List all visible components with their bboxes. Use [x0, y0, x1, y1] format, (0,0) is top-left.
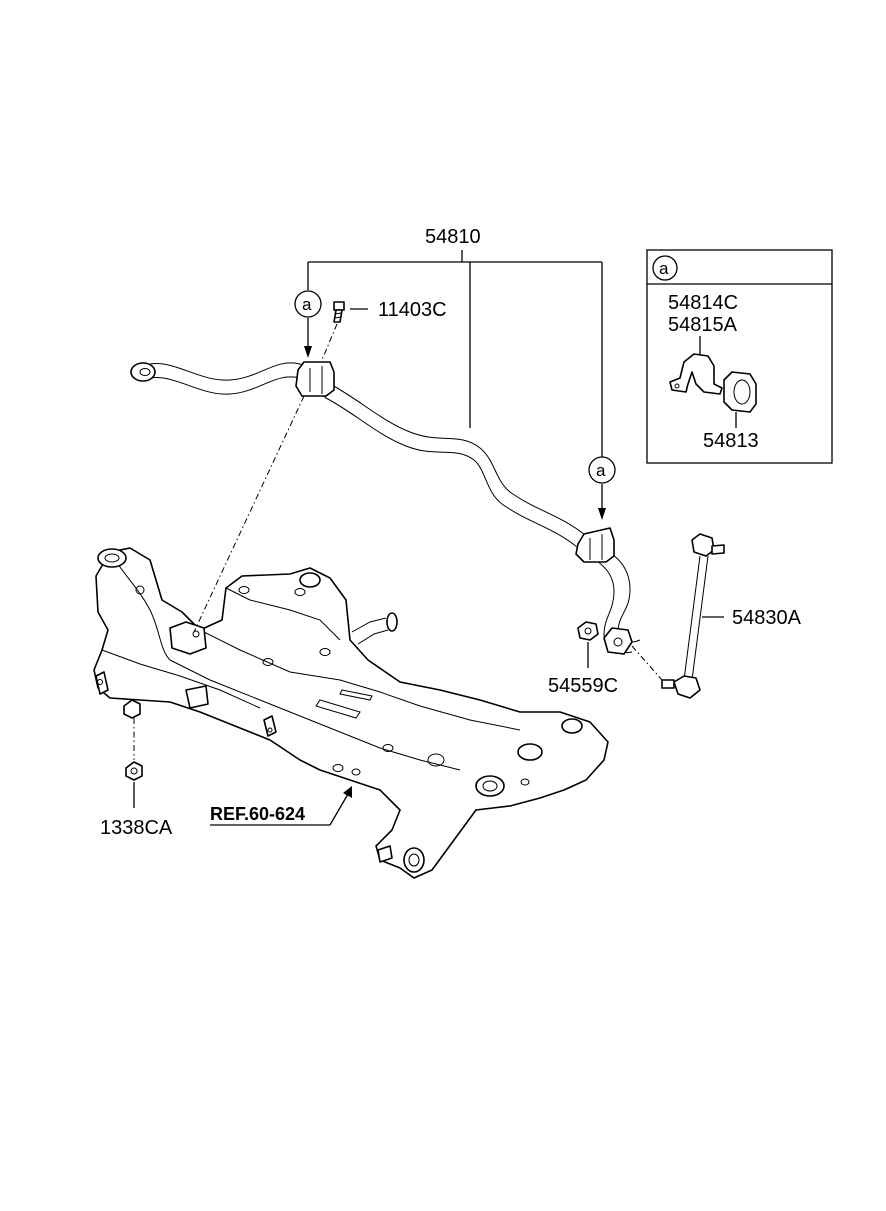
marker-a-right: a [588, 456, 616, 520]
bolt-11403c-icon [321, 301, 345, 361]
stabilizer-bar [130, 361, 641, 655]
detail-box: a 54814C 54815A 54813 [646, 249, 833, 464]
label-1338ca: 1338CA [100, 817, 173, 839]
detail-box-marker: a [659, 259, 669, 278]
label-54559c: 54559C [548, 675, 618, 697]
leader-54810 [307, 250, 603, 458]
label-54810: 54810 [425, 226, 481, 248]
svg-text:a: a [302, 295, 312, 314]
label-54815a: 54815A [668, 314, 738, 336]
label-ref: REF.60-624 [210, 804, 305, 824]
label-54830a: 54830A [732, 607, 802, 629]
stabilizer-link [631, 533, 725, 699]
reference-callout: REF.60-624 [210, 786, 352, 826]
marker-a-left: a [294, 290, 322, 358]
nut-1338ca-icon [123, 699, 143, 781]
nut-54559c-icon [577, 621, 599, 641]
crossmember [93, 395, 609, 879]
label-11403c: 11403C [378, 299, 447, 321]
label-54813: 54813 [703, 430, 759, 452]
svg-text:a: a [596, 461, 606, 480]
label-54814c: 54814C [668, 292, 738, 314]
